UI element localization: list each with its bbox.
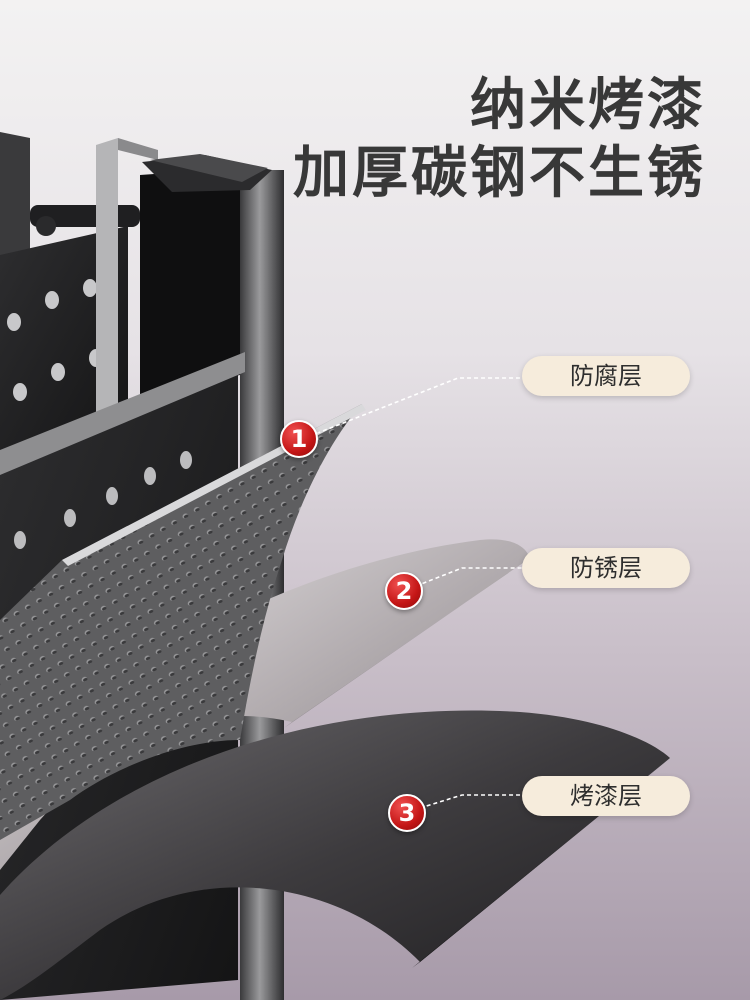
layer-3-baked-paint bbox=[0, 710, 670, 1000]
layer-2-label: 防锈层 bbox=[522, 548, 690, 588]
headline-line-2: 加厚碳钢不生锈 bbox=[293, 141, 706, 206]
rack-handle-bar bbox=[96, 138, 118, 430]
rack-front-rail bbox=[0, 352, 245, 475]
front-panel-holes bbox=[14, 451, 192, 549]
rack-left-bracket bbox=[0, 132, 30, 268]
headline-line-1: 纳米烤漆 bbox=[470, 73, 706, 138]
layer-1-anticorrosion bbox=[0, 404, 362, 840]
rod-knob bbox=[36, 216, 56, 236]
layer-2-number-badge: 2 bbox=[385, 572, 423, 610]
layer-3-label: 烤漆层 bbox=[522, 776, 690, 816]
layer-1-number-badge: 1 bbox=[280, 420, 318, 458]
post-top-block bbox=[140, 168, 240, 395]
layer-3-number-badge: 3 bbox=[388, 794, 426, 832]
layer-1-label: 防腐层 bbox=[522, 356, 690, 396]
layer-2-anti-rust bbox=[0, 539, 530, 870]
